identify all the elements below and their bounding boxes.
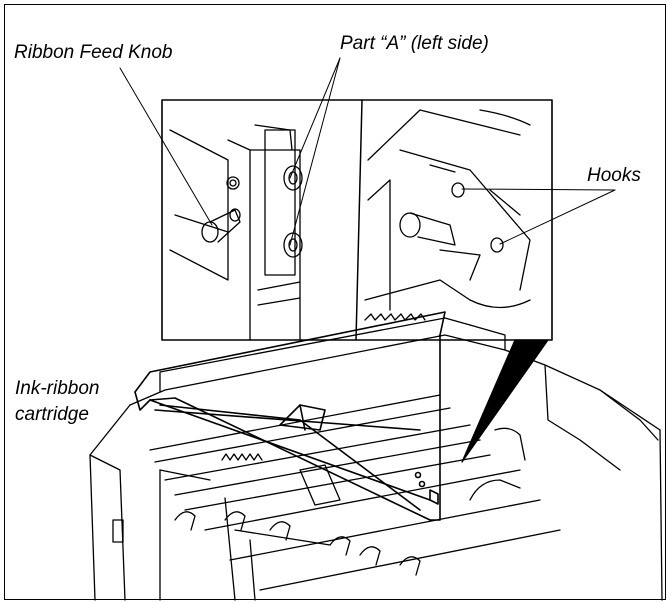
label-ink-ribbon: Ink-ribbon	[15, 378, 100, 399]
label-cartridge: cartridge	[15, 404, 89, 425]
hooks-detail	[364, 109, 531, 321]
knob-detail	[169, 124, 303, 341]
label-hooks: Hooks	[587, 165, 641, 186]
printer-body	[89, 317, 663, 601]
leader-lines	[119, 57, 616, 246]
leader-hook-bottom	[499, 189, 616, 245]
label-ribbon-feed-knob: Ribbon Feed Knob	[14, 42, 173, 63]
detail-inset	[161, 99, 553, 463]
leader-part-a-bottom	[289, 57, 341, 246]
leader-hook-top	[461, 188, 616, 191]
ink-ribbon-cartridge	[134, 311, 446, 521]
leader-knob	[119, 67, 213, 226]
leader-part-a-top	[289, 57, 341, 179]
label-part-a: Part “A” (left side)	[340, 33, 489, 54]
